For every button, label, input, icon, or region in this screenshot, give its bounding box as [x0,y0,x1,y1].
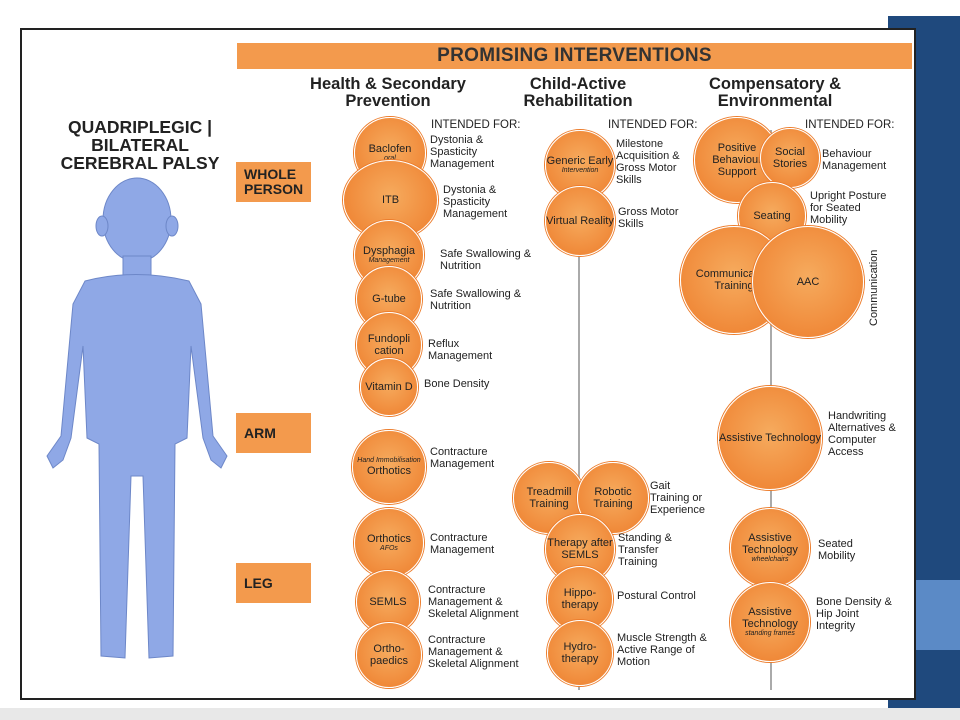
bubble-assistive-tech-wheelchairs: Assistive Technology wheelchairs [730,508,810,588]
bubble-gtube-main: G-tube [372,293,406,305]
level-arm: ARM [236,413,311,453]
communication-label: Communication [868,249,880,326]
intended-for-child: INTENDED FOR: [608,119,698,131]
bubble-dysphagia-main: Dysphagia [363,245,415,257]
desc-orthotics-afo: Contracture Management [430,532,495,556]
intended-for-compensatory: INTENDED FOR: [805,119,895,131]
bubble-virtual-reality-main: Virtual Reality [546,215,614,227]
bubble-itb-main: ITB [381,194,400,206]
bubble-orthotics-afo-sub: AFOs [380,545,398,552]
desc-semls: Contracture Management & Skeletal Alignm… [428,584,519,620]
bubble-assistive-tech-wheelchairs-main: Assistive Technology [742,532,798,556]
bubble-dysphagia-sub: Management [368,257,410,264]
bubble-orthopaedics: Ortho- paedics [356,622,422,688]
desc-assistive-tech-frames: Bone Density & Hip Joint Integrity [816,596,892,632]
bubble-orthotics-arm-sub: Hand Immobilisation [357,457,421,464]
banner-title: PROMISING INTERVENTIONS [237,43,912,69]
desc-orthotics-arm: Contracture Management [430,446,495,470]
bubble-virtual-reality: Virtual Reality [545,186,615,256]
bubble-orthotics-arm-main: Orthotics [366,465,411,477]
bubble-baclofen-main: Baclofen [368,143,412,155]
bubble-generic-early-sub: Intervention [561,167,599,174]
desc-orthopaedics: Contracture Management & Skeletal Alignm… [428,634,519,670]
column-header-compensatory: Compensatory & Environmental [708,75,842,110]
intended-for-health: INTENDED FOR: [431,119,521,131]
desc-virtual-reality: Gross Motor Skills [618,206,679,230]
bubble-assistive-tech-frames-sub: standing frames [745,630,795,637]
level-leg: LEG [236,563,311,603]
bubble-treadmill-main: Treadmill Training [526,486,572,510]
desc-dysphagia: Safe Swallowing & Nutrition [440,248,532,272]
desc-itb: Dystonia & Spasticity Management [443,184,508,220]
bubble-aac: AAC [752,226,864,338]
bubble-therapy-semls-main: Therapy after SEMLS [547,537,613,561]
desc-vitamin-d: Bone Density [424,378,490,390]
bubble-hippotherapy-main: Hippo- therapy [561,587,599,611]
bubble-robotic: Robotic Training [577,462,649,534]
bubble-hydrotherapy-main: Hydro- therapy [561,641,599,665]
desc-hippotherapy: Postural Control [617,590,696,602]
desc-assistive-tech-wheelchairs: Seated Mobility [818,538,856,562]
bubble-robotic-main: Robotic Training [593,486,633,510]
bubble-orthotics-arm: Hand Immobilisation Orthotics [352,430,426,504]
desc-hydrotherapy: Muscle Strength & Active Range of Motion [617,632,707,668]
desc-seating: Upright Posture for Seated Mobility [810,190,887,226]
bubble-vitamin-d: Vitamin D [360,358,418,416]
bubble-generic-early-main: Generic Early [546,155,614,167]
bubble-orthotics-afo-main: Orthotics [366,533,411,545]
bubble-semls-main: SEMLS [369,596,407,608]
desc-social-stories: Behaviour Management [822,148,887,172]
desc-baclofen: Dystonia & Spasticity Management [430,134,495,170]
bubble-vitamin-d-main: Vitamin D [365,381,413,393]
desc-robotic: Gait Training or Experience [650,480,706,516]
bubble-social-stories-main: Social Stories [772,146,808,170]
desc-generic-early: Milestone Acquisition & Gross Motor Skil… [616,138,680,186]
desc-therapy-semls: Standing & Transfer Training [618,532,672,568]
desc-fundoplication: Reflux Management [428,338,493,362]
bubble-baclofen-sub: oral [384,155,396,162]
bubble-seating-main: Seating [753,210,791,222]
bubble-assistive-tech-frames-main: Assistive Technology [742,606,798,630]
bubble-hydrotherapy: Hydro- therapy [547,620,613,686]
bubble-orthopaedics-main: Ortho- paedics [370,643,408,667]
column-divider-child [578,130,580,690]
column-header-child: Child-Active Rehabilitation [523,75,633,110]
bubble-assistive-tech-arm: Assistive Technology [718,386,822,490]
bubble-fundoplication-main: Fundopli cation [367,333,411,357]
bubble-aac-main: AAC [796,276,820,288]
child-figure-icon [46,177,228,659]
bubble-assistive-tech-frames: Assistive Technology standing frames [730,582,810,662]
bubble-treadmill: Treadmill Training [513,462,585,534]
level-whole-person: WHOLE PERSON [236,162,311,202]
bubble-assistive-tech-wheelchairs-sub: wheelchairs [751,556,789,563]
desc-assistive-tech-arm: Handwriting Alternatives & Computer Acce… [828,410,896,458]
desc-gtube: Safe Swallowing & Nutrition [430,288,522,312]
bubble-social-stories: Social Stories [760,128,820,188]
bubble-positive-behaviour-main: Positive Behaviour Support [712,142,762,178]
bubble-orthotics-afo: Orthotics AFOs [354,508,424,578]
bubble-assistive-tech-arm-main: Assistive Technology [719,432,821,444]
left-title: QUADRIPLEGIC | BILATERAL CEREBRAL PALSY [60,117,220,173]
column-header-health: Health & Secondary Prevention [310,75,466,110]
